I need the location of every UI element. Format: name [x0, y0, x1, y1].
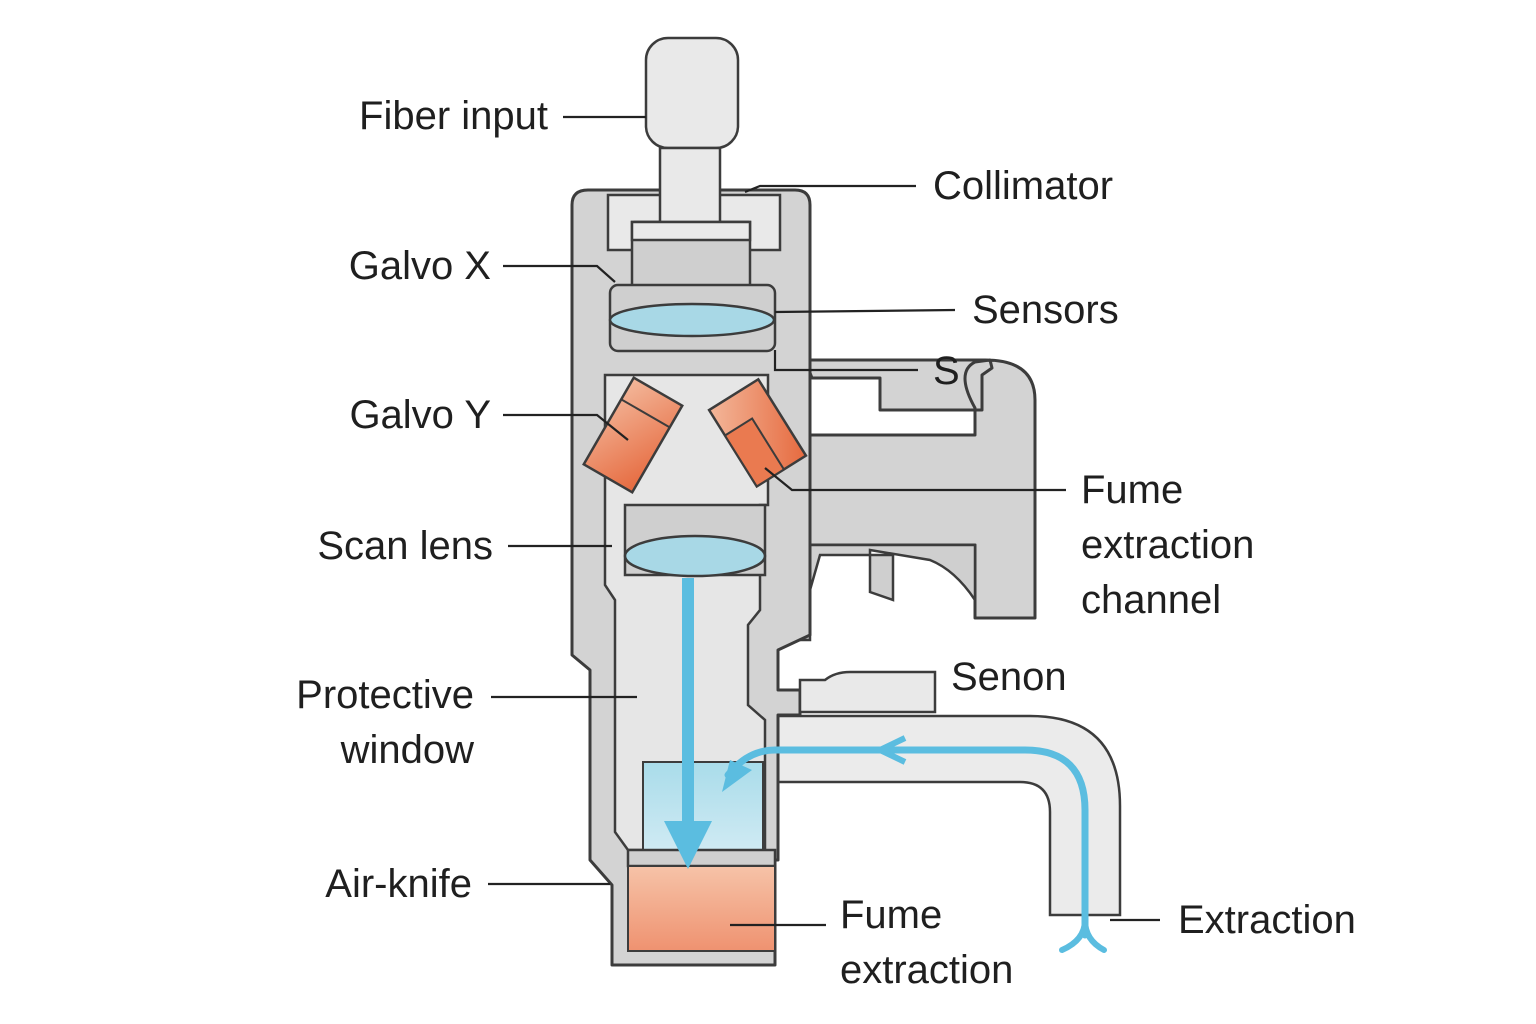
label-protective-window-line1: Protective [296, 673, 474, 717]
leader-fume-channel [764, 467, 1066, 492]
label-fume-channel-line1: Fume [1081, 468, 1183, 512]
galvo-y-mirror-edge [620, 398, 671, 429]
scan-lens [623, 534, 767, 578]
airflow-arrow-chevron [873, 735, 907, 765]
label-collimator: Collimator [933, 164, 1113, 208]
air-knife-plate [626, 848, 777, 868]
airflow-fork [1059, 917, 1107, 953]
label-protective-window-line2: window [340, 728, 475, 772]
label-fume-channel-line2: extraction [1081, 523, 1254, 567]
leader-s [773, 350, 918, 372]
airflow-arrow-head [722, 760, 752, 792]
label-scan-lens: Scan lens [317, 524, 493, 568]
label-s: S [933, 349, 960, 393]
label-fume-extraction-line1: Fume [840, 893, 942, 937]
protective-window [642, 761, 764, 851]
leader-galvo-y [503, 413, 629, 441]
fiber-connector-cap [644, 36, 740, 150]
label-extraction: Extraction [1178, 898, 1356, 942]
galvo-y-mirror [582, 375, 684, 495]
label-fume-channel-line3: channel [1081, 578, 1221, 622]
label-air-knife: Air-knife [325, 862, 472, 906]
leader-collimator [744, 184, 916, 194]
label-galvo-y: Galvo Y [349, 393, 491, 437]
label-fume-extraction-line2: extraction [840, 948, 1013, 992]
label-fiber-input: Fiber input [359, 94, 548, 138]
collimator-lens [608, 302, 776, 338]
leader-sensors [774, 308, 956, 314]
label-sensors: Sensors [972, 288, 1119, 332]
label-senon: Senon [951, 655, 1067, 699]
galvo-x-mirror-core [723, 417, 786, 488]
side-channel-lower-lip [793, 543, 977, 642]
airflow-path [724, 746, 1089, 939]
fiber-connector-neck [658, 146, 722, 226]
fume-chamber [627, 865, 776, 952]
label-galvo-x: Galvo X [349, 244, 491, 288]
collimator-block-top [630, 220, 752, 242]
leader-galvo-x [503, 264, 616, 283]
senon-sensor-block [798, 670, 937, 714]
